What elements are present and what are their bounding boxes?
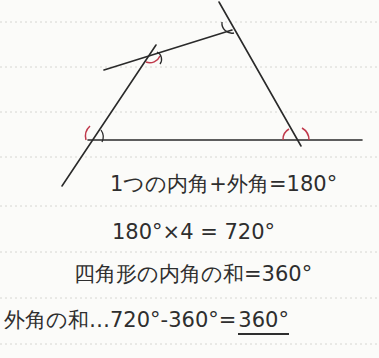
quadrilateral: [62, 2, 362, 186]
formula-line: 四角形の内角の和=360°: [74, 262, 312, 287]
formula-line: 外角の和…720°-360°=: [4, 308, 236, 333]
formula-line: 180°×4 = 720°: [112, 220, 275, 245]
angle-arcs: [85, 56, 309, 140]
formula-line: 1つの内角+外角=180°: [110, 172, 337, 197]
answer-value: 360°: [238, 308, 289, 335]
angle-arcs-black: [101, 22, 234, 142]
ruled-lines: [0, 22, 379, 344]
